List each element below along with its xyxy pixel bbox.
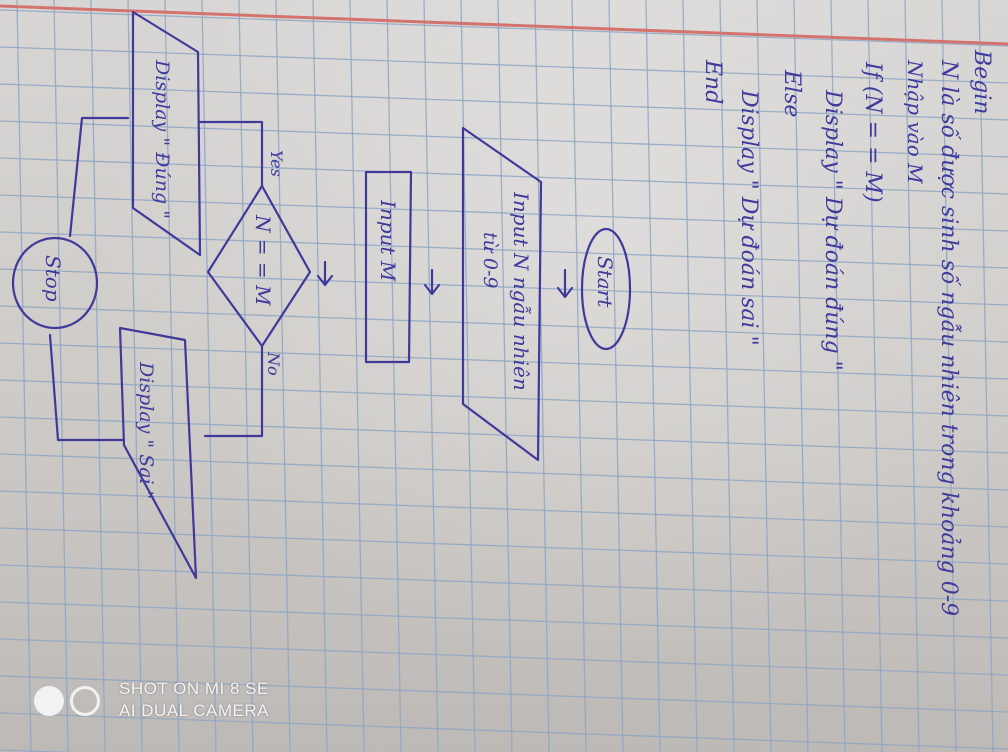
camera-dot-ring-icon — [70, 686, 100, 716]
grid-line-horizontal — [0, 564, 1008, 602]
no-branch-line — [203, 344, 264, 438]
input-n-parallelogram — [461, 126, 543, 462]
grid-line-horizontal — [0, 268, 1008, 306]
grid-line-horizontal — [0, 46, 1008, 84]
grid-line-vertical — [867, 0, 883, 752]
grid-line-horizontal — [0, 342, 1008, 380]
grid-line-vertical — [534, 0, 550, 752]
grid-line-vertical — [497, 0, 513, 752]
arrow-head-3 — [316, 274, 334, 287]
display-wrong-parallelogram — [118, 326, 198, 580]
flowchart — [11, 10, 632, 580]
grid-line-vertical — [275, 0, 291, 752]
grid-line-vertical — [645, 0, 661, 752]
grid-line-vertical — [53, 0, 69, 752]
yes-branch-line — [198, 120, 264, 188]
grid-line-horizontal — [0, 453, 1008, 491]
grid-line-vertical — [830, 0, 846, 752]
grid-line-vertical — [719, 0, 735, 752]
yes-label: Yes — [267, 150, 286, 177]
grid-line-vertical — [608, 0, 624, 752]
stop-terminal — [11, 236, 99, 330]
grid-line-vertical — [238, 0, 254, 752]
no-label: No — [264, 351, 283, 376]
pseudo-line5: Else — [779, 69, 804, 117]
input-n-range-label: từ 0-9 — [479, 232, 501, 289]
start-label: Start — [593, 256, 617, 308]
grid-line-vertical — [941, 0, 957, 752]
grid-line-vertical — [460, 0, 476, 752]
pseudo-end: End — [700, 59, 725, 104]
camera-dot-filled-icon — [34, 686, 64, 716]
stop-label: Stop — [41, 255, 65, 302]
input-n-label: Input N ngẫu nhiên — [509, 191, 533, 391]
display-right-label: Display " Đúng " — [151, 59, 173, 219]
input-m-label: Input M — [376, 199, 400, 282]
grid-line-vertical — [90, 0, 106, 752]
pseudocode-block: Begin N là số được sinh số ngẫu nhiên tr… — [700, 49, 994, 616]
grid-line-horizontal — [0, 638, 1008, 676]
grid-line-vertical — [312, 0, 328, 752]
display-right-parallelogram — [131, 10, 202, 257]
grid-line-horizontal — [0, 490, 1008, 528]
grid-line-vertical — [164, 0, 180, 752]
start-terminal — [580, 227, 632, 351]
wrong-to-stop-line — [48, 333, 126, 442]
grid-line-vertical — [793, 0, 809, 752]
grid-line-vertical — [682, 0, 698, 752]
margin-line — [0, 4, 1008, 46]
pseudo-begin: Begin — [969, 49, 994, 114]
condition-label: N = = M — [251, 214, 275, 306]
arrow-head-1 — [556, 286, 574, 299]
watermark-line2: AI DUAL CAMERA — [119, 701, 269, 720]
grid-line-horizontal — [0, 305, 1008, 343]
grid-line-horizontal — [0, 379, 1008, 417]
pseudo-line1: N là số được sinh số ngẫu nhiên trong kh… — [936, 59, 963, 616]
pseudo-line6: Display " Dự đoán sai " — [736, 89, 761, 346]
grid-line-vertical — [978, 0, 994, 752]
pseudo-line4: Display " Dự đoán đúng " — [820, 89, 845, 371]
input-m-parallelogram — [364, 170, 413, 364]
grid-line-horizontal — [0, 231, 1008, 269]
grid-line-horizontal — [0, 157, 1008, 195]
right-to-stop-line — [68, 116, 130, 238]
grid-line-horizontal — [0, 675, 1008, 713]
arrow-head-2 — [423, 283, 441, 296]
flowchart-labels: Start Input N ngẫu nhiên từ 0-9 Input M … — [41, 59, 617, 499]
display-wrong-label: Display " Sai " — [135, 361, 157, 499]
grid-line-horizontal — [0, 83, 1008, 121]
grid-line-vertical — [201, 0, 217, 752]
pseudo-line3: If (N = = M) — [860, 61, 885, 203]
grid-line-vertical — [16, 0, 32, 752]
grid-line-horizontal — [0, 9, 1008, 47]
grid-line-vertical — [349, 0, 365, 752]
camera-watermark: SHOT ON MI 8 SE AI DUAL CAMERA — [34, 677, 334, 727]
pseudo-line2: Nhập vào M — [903, 59, 927, 184]
grid-line-vertical — [571, 0, 587, 752]
grid-line-horizontal — [0, 120, 1008, 158]
grid-line-vertical — [386, 0, 402, 752]
grid-line-vertical — [756, 0, 772, 752]
grid-line-horizontal — [0, 527, 1008, 565]
grid-line-vertical — [423, 0, 439, 752]
grid-line-horizontal — [0, 712, 1008, 750]
grid-line-horizontal — [0, 601, 1008, 639]
watermark-line1: SHOT ON MI 8 SE — [119, 679, 269, 698]
grid-line-horizontal — [0, 194, 1008, 232]
